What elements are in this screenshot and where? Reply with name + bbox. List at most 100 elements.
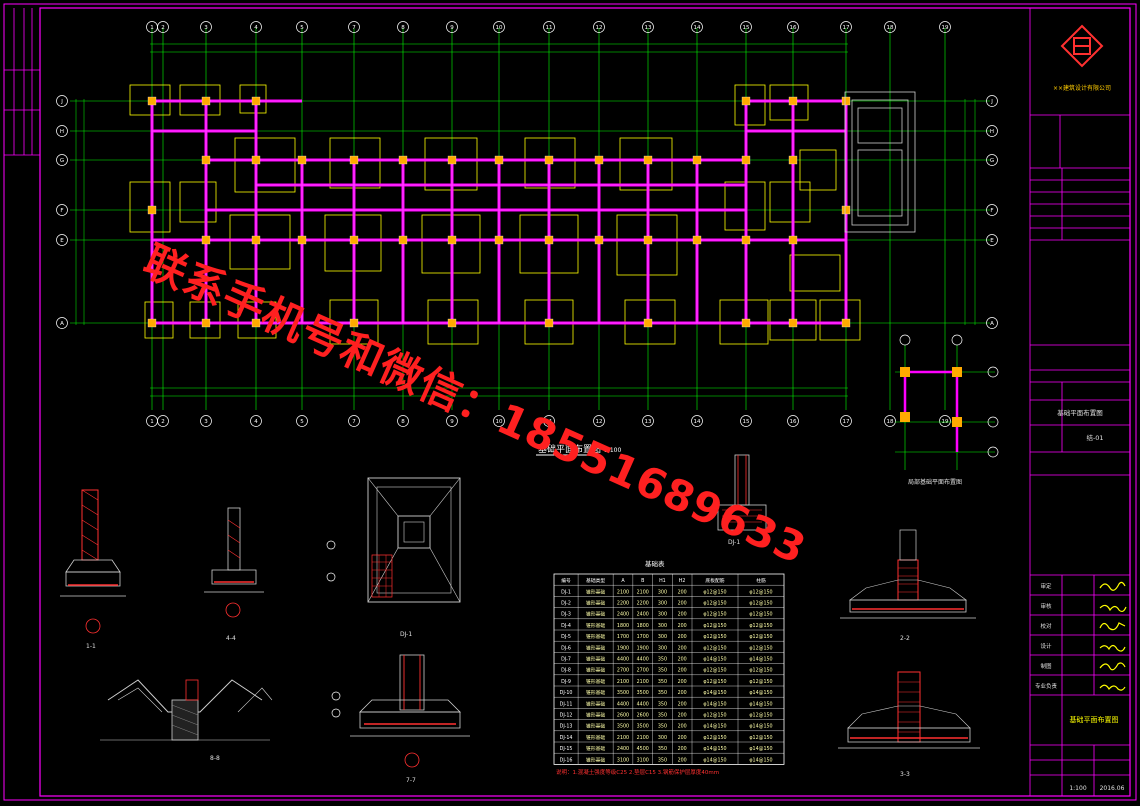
table-cell: φ14@150 (749, 656, 772, 662)
sheet-scale: 1:100 (1069, 785, 1086, 792)
table-cell: φ14@150 (703, 701, 726, 707)
table-cell: 200 (678, 623, 687, 629)
axis-bubble-label: 1 (150, 25, 154, 31)
plan-scale: 1:100 (604, 447, 621, 454)
table-cell: 1800 (617, 623, 629, 629)
table-cell: 350 (658, 724, 667, 730)
column (788, 235, 798, 245)
column (788, 96, 798, 106)
partial-foundation-plan (895, 334, 999, 470)
axis-bubble (691, 21, 703, 33)
axis-bubble (157, 415, 169, 427)
table-cell: DJ-3 (561, 612, 571, 618)
section-label-2-2: 2-2 (900, 635, 910, 642)
axis-bubble-label: 19 (942, 25, 949, 31)
table-cell: DJ-14 (560, 735, 573, 741)
axis-bubbles: 1122334455778899101011111212131314141515… (56, 21, 998, 427)
axis-bubble-label: 2 (161, 419, 165, 425)
table-cell: 300 (658, 600, 667, 606)
table-cell: φ14@150 (703, 724, 726, 730)
table-cell: φ12@150 (703, 735, 726, 741)
table-cell: 350 (658, 690, 667, 696)
table-cell: 2100 (637, 589, 649, 595)
table-cell: 350 (658, 712, 667, 718)
table-cell: 2100 (617, 735, 629, 741)
table-cell: 3100 (637, 757, 649, 763)
axis-bubble-label: J (60, 99, 63, 105)
table-cell: 200 (678, 589, 687, 595)
table-cell: 350 (658, 668, 667, 674)
sheet-outer-frame (3, 3, 1137, 801)
axis-bubble (642, 21, 654, 33)
table-cell: 2700 (637, 668, 649, 674)
axis-bubble-label: 15 (743, 25, 750, 31)
table-cell: 锥形基础 (586, 723, 605, 730)
axis-bubble-label: 11 (546, 25, 553, 31)
table-frame (553, 573, 785, 765)
axis-bubble-label: 2 (161, 25, 165, 31)
axis-bubble-label: J (990, 99, 993, 105)
table-cell: 锥形基础 (586, 644, 605, 651)
table-cell: φ14@150 (703, 746, 726, 752)
axis-bubble-label: H (990, 129, 994, 135)
axis-bubble (986, 154, 998, 166)
section-label-7-7: 7-7 (406, 777, 416, 784)
axis-bubble-label: 9 (450, 25, 454, 31)
table-cell: 1900 (617, 645, 629, 651)
axis-bubble (939, 21, 951, 33)
sheet-date: 2016.06 (1100, 785, 1125, 792)
axis-bubble (986, 125, 998, 137)
table-cell: 2100 (617, 589, 629, 595)
axis-bubble-label: 15 (743, 419, 750, 425)
table-cell: φ12@150 (749, 600, 772, 606)
column (147, 205, 157, 215)
column (788, 155, 798, 165)
footing-outline (769, 181, 811, 223)
table-cell: φ12@150 (749, 679, 772, 685)
title-block-row-label: 设计 (1040, 642, 1052, 650)
axis-bubble-label: 1 (150, 419, 154, 425)
table-cell: φ12@150 (703, 668, 726, 674)
plan-title: 基础平面布置图 (538, 443, 601, 455)
table-cell: 200 (678, 757, 687, 763)
column (841, 96, 851, 106)
table-cell: 4400 (617, 656, 629, 662)
table-cell: 2400 (617, 612, 629, 618)
column (692, 235, 702, 245)
table-cell: DJ-12 (560, 712, 573, 718)
table-cell: 300 (658, 589, 667, 595)
column (201, 155, 211, 165)
table-cell: 1700 (637, 634, 649, 640)
table-cell: 3500 (617, 724, 629, 730)
table-cell: B (641, 578, 644, 584)
title-block-row-label: 专业负责 (1035, 682, 1058, 690)
table-cell: 2100 (637, 679, 649, 685)
column (201, 96, 211, 106)
footing-outline (239, 84, 267, 114)
table-cell: 300 (658, 612, 667, 618)
footing-outline (619, 137, 673, 191)
axis-bubble (200, 415, 212, 427)
axis-bubble (493, 415, 505, 427)
table-cell: 锥形基础 (586, 622, 605, 629)
table-cell: 200 (678, 600, 687, 606)
title-block-row-label: 审定 (1040, 582, 1052, 590)
axis-bubble (543, 21, 555, 33)
ground-beams (150, 99, 848, 325)
table-cell: DJ-4 (561, 623, 571, 629)
table-cell: 3500 (617, 690, 629, 696)
column (741, 155, 751, 165)
axis-bubble-label: 13 (645, 25, 652, 31)
axis-bubble-label: 8 (401, 419, 405, 425)
table-cell: DJ-10 (560, 690, 573, 696)
axis-bubble (787, 21, 799, 33)
table-cell: φ12@150 (749, 589, 772, 595)
table-cell: 200 (678, 746, 687, 752)
table-cell: 2400 (617, 746, 629, 752)
table-cell: DJ-1 (561, 589, 571, 595)
axis-bubble (56, 234, 68, 246)
binding-strip (4, 8, 40, 156)
column (643, 235, 653, 245)
